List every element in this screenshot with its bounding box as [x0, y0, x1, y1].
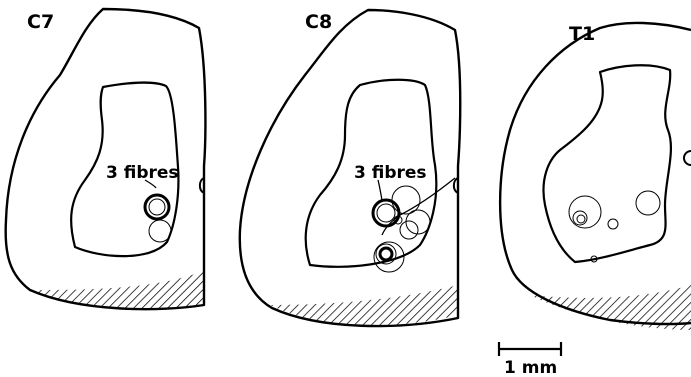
section-c8: C8 3 fibres — [240, 10, 460, 326]
cord-outline-c8 — [240, 10, 460, 326]
cell-marker-t1-e — [636, 191, 660, 215]
t1-edge-structure — [684, 151, 691, 165]
leader-line-c8 — [378, 180, 382, 200]
cell-marker-c7-c — [149, 220, 171, 242]
section-c7: C7 3 fibres — [6, 9, 206, 309]
section-t1: T1 — [500, 23, 691, 330]
fibre-count-label-c7: 3 fibres — [106, 163, 179, 183]
cell-marker-t1-c — [577, 215, 585, 223]
fibre-count-label-c8: 3 fibres — [354, 163, 427, 183]
hatched-region-c8 — [270, 285, 458, 325]
scale-bar-label: 1 mm — [504, 358, 557, 377]
hatched-region-c7 — [28, 270, 205, 309]
cell-marker-t1-d — [608, 219, 618, 229]
section-label-c7: C7 — [27, 11, 54, 33]
scale-bar: 1 mm — [499, 342, 561, 377]
cell-marker-c8-b — [377, 204, 395, 222]
cord-outline-c7 — [6, 9, 206, 309]
cell-marker-c8-i — [380, 248, 392, 260]
grey-matter-outline-t1 — [543, 65, 670, 262]
cell-marker-c7-b — [149, 199, 165, 215]
section-label-c8: C8 — [305, 11, 332, 33]
